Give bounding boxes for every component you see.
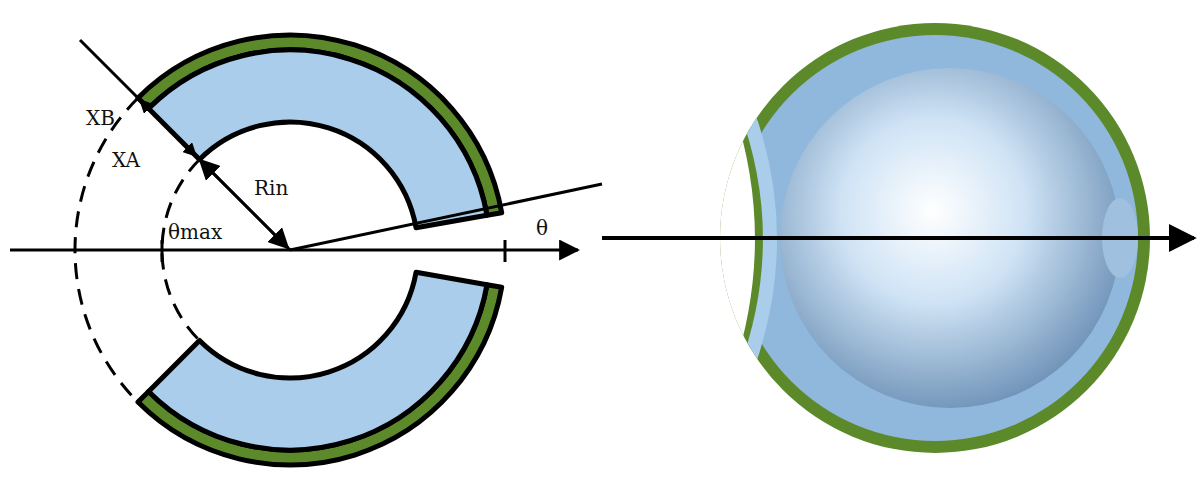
angle-label: θ — [536, 218, 548, 238]
axes — [10, 40, 602, 262]
angle-label: θmax — [168, 222, 222, 242]
radius-label: Rin — [254, 178, 288, 198]
point-label: XB — [86, 108, 115, 128]
point-label: XA — [112, 150, 140, 170]
direction-arrow — [602, 236, 1194, 240]
